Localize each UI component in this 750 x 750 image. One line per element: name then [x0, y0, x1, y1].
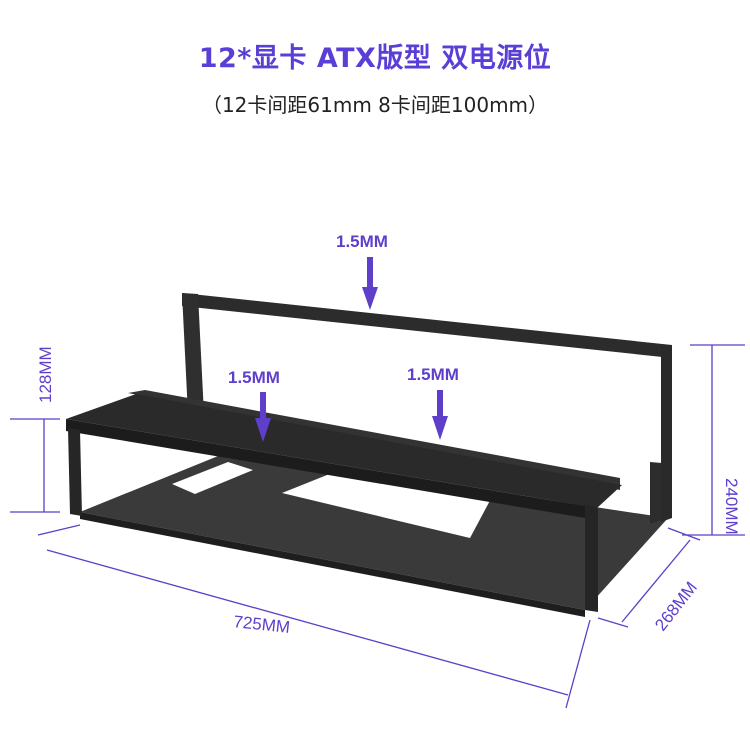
product-subtitle: （12卡间距61mm 8卡间距100mm） [201, 93, 549, 117]
thickness-label-top: 1.5MM [336, 232, 388, 251]
front-top-bar-face [66, 419, 597, 520]
base-plate [80, 452, 668, 610]
dim-depth: 268MM [651, 578, 701, 634]
front-right-post [585, 505, 598, 612]
front-top-bar [66, 394, 622, 508]
dim-height-right: 240MM [722, 478, 741, 535]
front-far-right-post [650, 462, 662, 524]
thickness-arrows [255, 257, 448, 442]
dim-height-left: 128MM [36, 346, 55, 403]
base-plate-edge [80, 512, 585, 617]
dimension-lines [10, 344, 745, 709]
thickness-label-left: 1.5MM [228, 368, 280, 387]
front-left-post [68, 428, 82, 516]
base-cutout-left [172, 462, 253, 494]
back-frame-right-post [661, 345, 672, 522]
back-frame-top-bar [182, 293, 672, 358]
product-title: 12*显卡 ATX版型 双电源位 [198, 43, 552, 74]
thickness-label-right: 1.5MM [407, 365, 459, 384]
